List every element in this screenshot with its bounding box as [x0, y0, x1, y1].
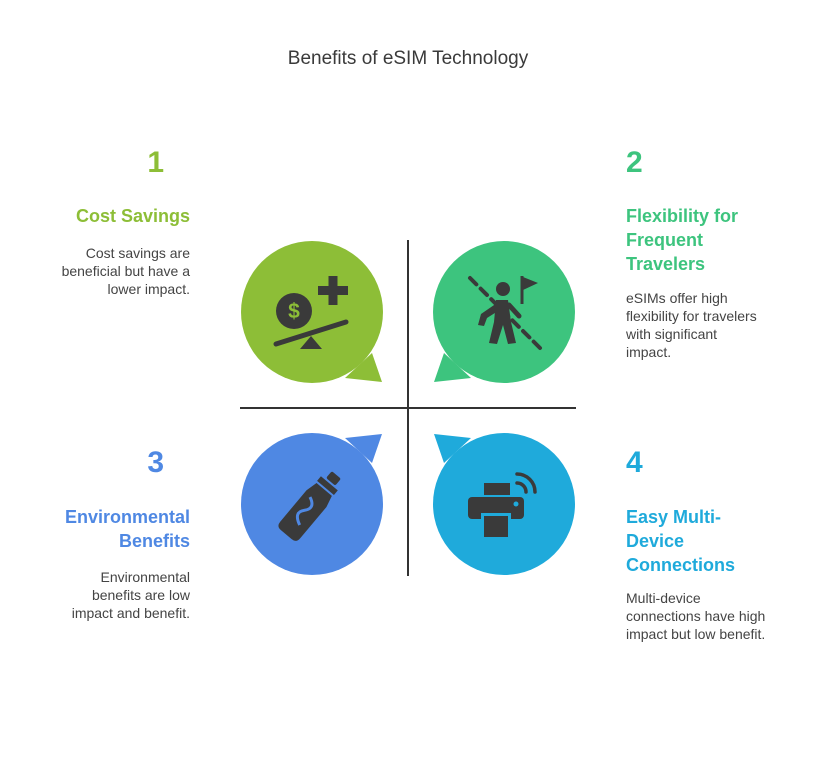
item-2-description: eSIMs offer high flexibility for travele…: [626, 290, 757, 360]
item-1-number: 1: [147, 146, 164, 179]
item-4-heading: Easy Multi-Device Connections: [626, 507, 736, 575]
wireless-printer-icon: [468, 472, 537, 537]
svg-text:$: $: [288, 300, 300, 323]
item-1-heading: Cost Savings: [75, 206, 190, 226]
item-4-description: Multi-device connections have high impac…: [626, 590, 766, 642]
item-2-number: 2: [626, 146, 643, 179]
item-3-heading: Environmental Benefits: [64, 507, 190, 551]
item-2-heading: Flexibility for Frequent Travelers: [626, 206, 739, 274]
hiker-flag-icon: [468, 276, 542, 350]
item-3-description: Environmental benefits are low impact an…: [71, 569, 190, 621]
item-4-bubble: [433, 433, 575, 575]
diagram-title: Benefits of eSIM Technology: [287, 48, 529, 69]
item-3-number: 3: [147, 446, 164, 479]
item-1-bubble: $: [241, 241, 383, 383]
money-scale-plus-icon: $: [273, 276, 349, 349]
recycled-bottle-icon: [278, 471, 341, 541]
item-1-description: Cost savings are beneficial but have a l…: [61, 245, 190, 297]
item-2-bubble: [433, 241, 575, 383]
item-3-bubble: [241, 433, 383, 575]
item-4-number: 4: [626, 446, 643, 479]
